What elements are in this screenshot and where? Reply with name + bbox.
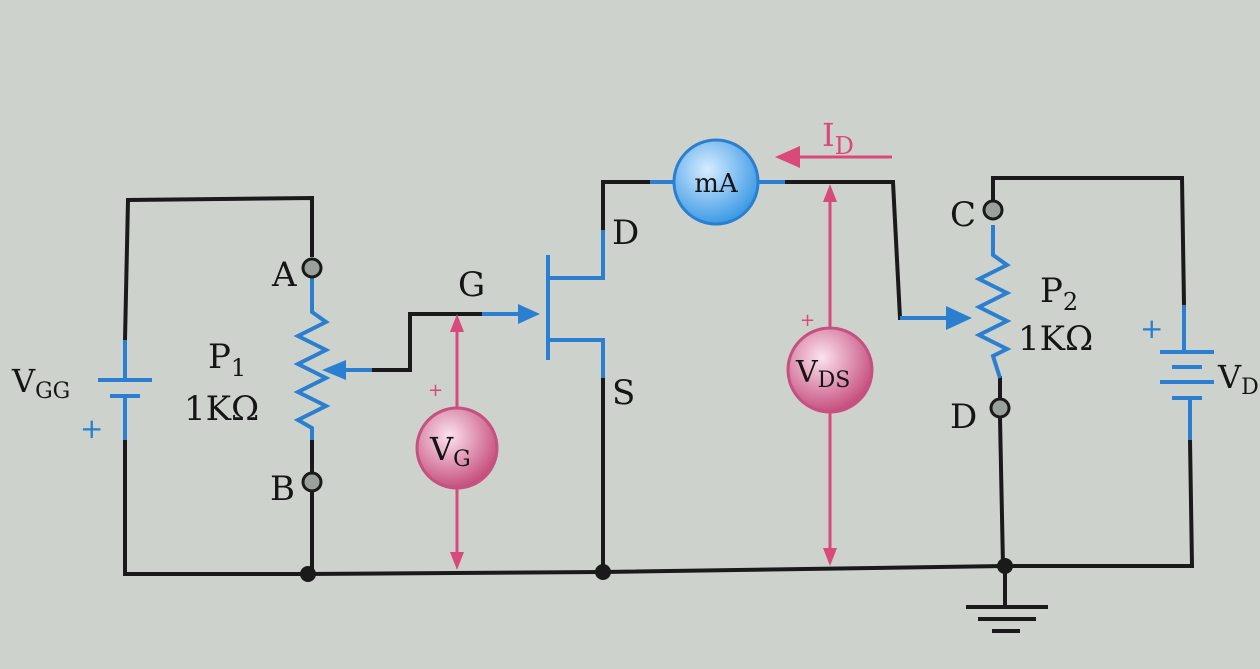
label-p1-value: 1KΩ [184,389,259,429]
label-drain: D [612,213,639,253]
vgg-left-wire [122,195,314,576]
label-vgg: VGG [11,362,70,404]
label-p1: P1 [208,337,246,382]
p2-d-wire [997,376,1006,569]
p1-potentiometer [293,278,372,440]
vg-voltmeter: VG [415,406,499,490]
gate-arrow [482,304,540,324]
label-vdd: VD [1217,358,1259,400]
terminal-d [989,397,1011,419]
label-source: S [612,373,635,413]
vdd-battery [1160,305,1214,440]
vgg-battery [98,340,152,440]
label-id: ID [822,116,854,160]
vds-label: VDS [795,355,850,393]
ground-symbol [966,564,1048,633]
label-a: A [271,255,297,295]
ma-label: mA [694,169,739,199]
jfet [546,230,605,378]
p2-potentiometer [900,225,1012,379]
milliammeter: mA [672,138,760,226]
terminal-a [301,257,323,279]
ma-out-wire [758,180,932,320]
vg-plus: + [428,380,443,401]
terminal-b [301,471,323,493]
vg-label: VG [429,430,471,472]
vgg-plus: + [80,412,103,445]
c-wire [991,176,1187,308]
vds-probe [823,184,837,566]
vdd-plus: + [1140,312,1163,345]
id-current-arrow [775,146,892,168]
vds-plus: + [800,310,815,331]
label-c: C [950,195,976,235]
label-gate: G [458,265,485,305]
vdd-bottom-wire [1187,437,1195,569]
junction-dot-1 [300,566,316,582]
ground-rail [123,564,1194,576]
label-b: B [270,469,295,509]
terminal-c [982,199,1004,221]
vds-voltmeter: VDS [786,326,874,414]
drain-wire [601,180,674,232]
label-p2: P2 [1040,271,1078,316]
label-d-terminal: D [950,397,977,437]
junction-dot-2 [595,564,611,580]
vg-probe [450,314,464,570]
gate-wire [370,312,484,372]
label-p2-value: 1KΩ [1018,319,1093,359]
